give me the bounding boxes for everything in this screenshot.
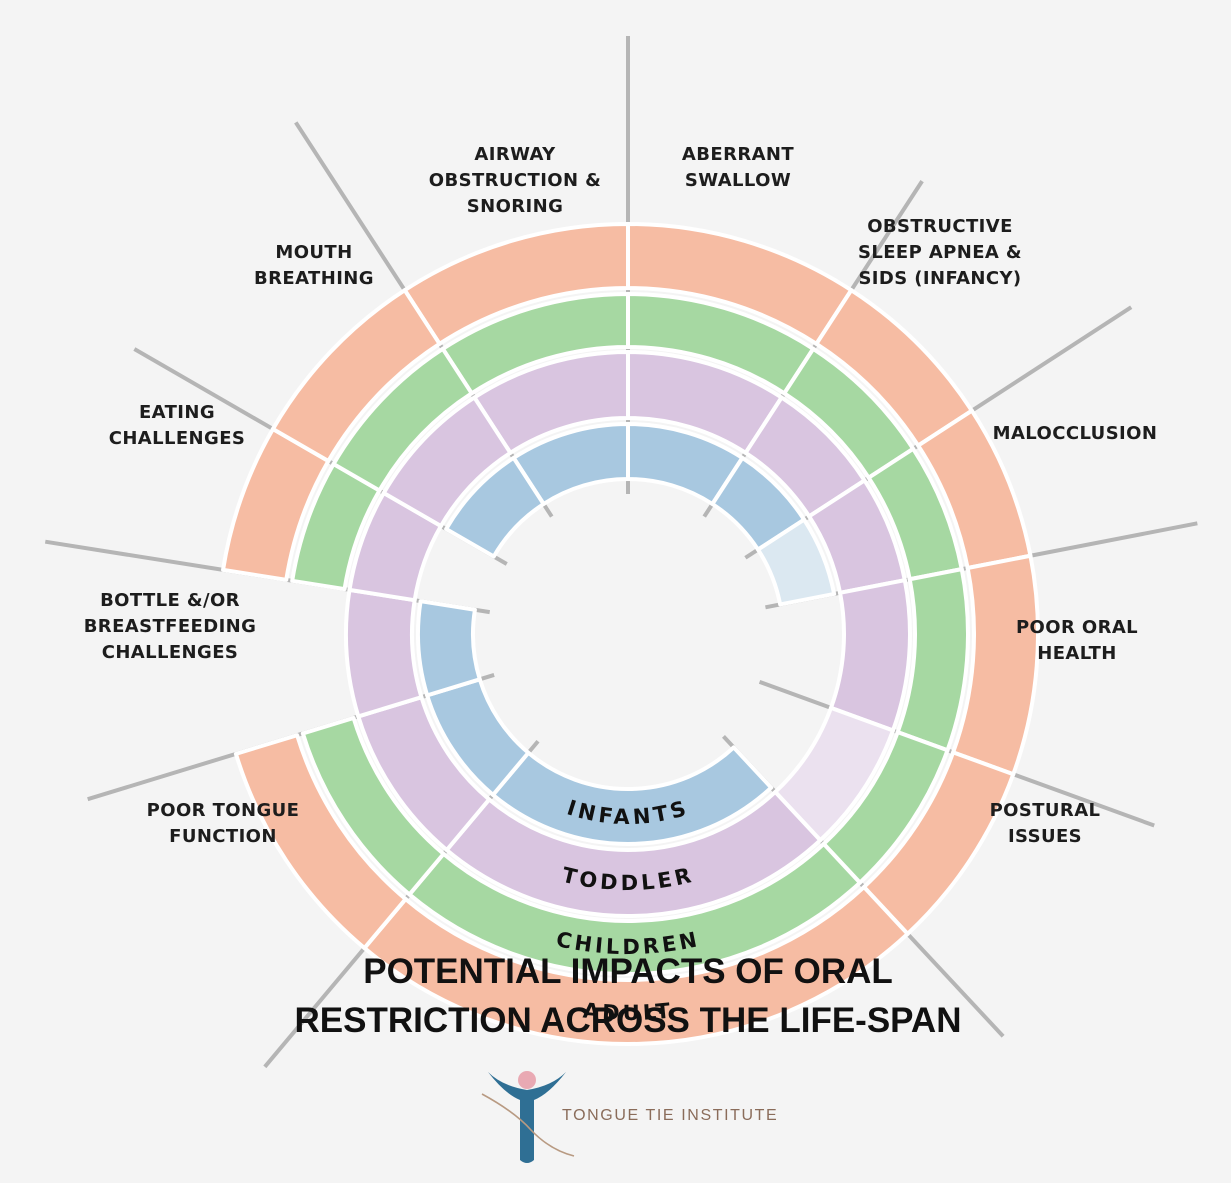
brand-name: TONGUE TIE INSTITUTE — [562, 1107, 778, 1124]
title-line-2: RESTRICTION ACROSS THE LIFE-SPAN — [295, 1001, 962, 1040]
brand-logo: TONGUE TIE INSTITUTE — [481, 1071, 778, 1163]
adult-ring-segment — [270, 288, 442, 463]
adult-ring-segment — [233, 733, 408, 951]
toddler-ring-segment — [828, 578, 912, 733]
impact-label-malocclusion: MALOCCLUSION — [993, 423, 1158, 444]
title-line-1: POTENTIAL IMPACTS OF ORAL — [363, 952, 893, 991]
infants-ring-segment — [755, 517, 837, 607]
children-ring-segment — [331, 346, 474, 493]
center-hole — [558, 564, 698, 704]
toddler-ring-segment — [381, 395, 513, 528]
children-ring-segment — [300, 715, 446, 897]
infants-ring-segment — [416, 599, 482, 698]
tongue-tie-figure-icon — [481, 1071, 575, 1163]
ring-segments — [221, 222, 1040, 1046]
toddler-ring-segment — [344, 587, 424, 719]
diagram-title: POTENTIAL IMPACTS OF ORAL RESTRICTION AC… — [295, 952, 962, 1040]
infants-ring-segment — [444, 455, 546, 559]
